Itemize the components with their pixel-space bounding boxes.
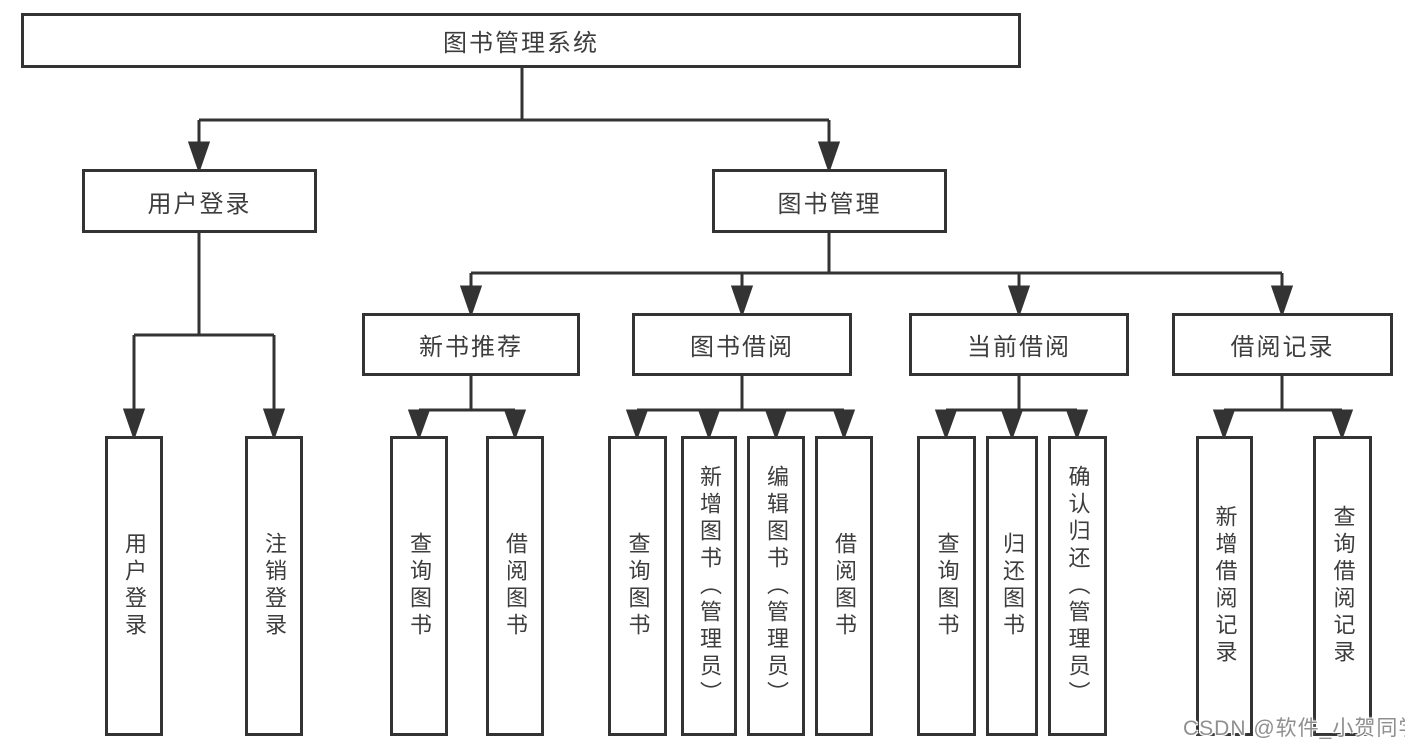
- leaf-borrow-edit-books-admin-label: 编辑图书（管理员）: [764, 464, 789, 708]
- node-user-login-label: 用户登录: [147, 190, 252, 218]
- connector-newbook-to-leaves: [407, 376, 527, 441]
- leaf-newbook-query-books-label: 查询图书: [407, 532, 432, 640]
- node-root: 图书管理系统: [21, 13, 1021, 68]
- leaf-current-confirm-return-admin: 确认归还（管理员）: [1048, 436, 1107, 736]
- leaf-records-add-record: 新增借阅记录: [1196, 436, 1253, 736]
- connector-userlogin-to-leaves: [122, 233, 286, 441]
- leaf-newbook-query-books: 查询图书: [390, 436, 448, 736]
- connector-borrowrecords-to-leaves: [1212, 376, 1354, 441]
- node-borrow-records-label: 借阅记录: [1230, 334, 1335, 361]
- leaf-borrow-borrow-books-label: 借阅图书: [832, 532, 857, 640]
- leaf-borrow-add-books-admin: 新增图书（管理员）: [681, 436, 737, 736]
- node-book-management-label: 图书管理: [777, 190, 882, 218]
- leaf-records-query-record: 查询借阅记录: [1313, 436, 1372, 736]
- leaf-current-query-books-label: 查询图书: [934, 532, 960, 640]
- connector-currentborrow-to-leaves: [934, 376, 1089, 441]
- leaf-current-return-books-label: 归还图书: [1000, 532, 1025, 640]
- leaf-borrow-query-books: 查询图书: [608, 436, 667, 736]
- leaf-user-login-label: 用户登录: [122, 532, 147, 640]
- node-new-book-recommend: 新书推荐: [362, 313, 580, 376]
- node-user-login: 用户登录: [82, 169, 317, 233]
- node-borrow-records: 借阅记录: [1172, 313, 1393, 376]
- node-book-management: 图书管理: [712, 169, 947, 233]
- leaf-user-login: 用户登录: [105, 436, 163, 736]
- leaf-records-query-record-label: 查询借阅记录: [1330, 505, 1356, 667]
- leaf-logout-label: 注销登录: [262, 532, 287, 640]
- node-new-book-recommend-label: 新书推荐: [419, 334, 523, 361]
- leaf-newbook-borrow-books: 借阅图书: [486, 436, 544, 736]
- node-book-borrow-label: 图书借阅: [690, 334, 794, 361]
- leaf-newbook-borrow-books-label: 借阅图书: [503, 532, 528, 640]
- leaf-borrow-edit-books-admin: 编辑图书（管理员）: [747, 436, 805, 736]
- leaf-borrow-add-books-admin-label: 新增图书（管理员）: [697, 464, 722, 708]
- csdn-watermark: CSDN @软件_小贺同学: [1183, 717, 1405, 740]
- leaf-current-return-books: 归还图书: [986, 436, 1038, 736]
- connector-bookmgmt-to-level3: [459, 233, 1294, 318]
- leaf-current-confirm-return-admin-label: 确认归还（管理员）: [1065, 464, 1091, 708]
- connector-root-to-level2: [187, 68, 841, 174]
- leaf-records-add-record-label: 新增借阅记录: [1212, 505, 1238, 667]
- leaf-borrow-borrow-books: 借阅图书: [815, 436, 873, 736]
- node-book-borrow: 图书借阅: [632, 313, 852, 376]
- leaf-current-query-books: 查询图书: [917, 436, 976, 736]
- node-current-borrow-label: 当前借阅: [967, 334, 1071, 361]
- connector-bookborrow-to-leaves: [625, 376, 856, 441]
- node-root-label: 图书管理系统: [443, 30, 599, 57]
- leaf-logout: 注销登录: [245, 436, 303, 736]
- leaf-borrow-query-books-label: 查询图书: [625, 532, 651, 640]
- node-current-borrow: 当前借阅: [909, 313, 1129, 376]
